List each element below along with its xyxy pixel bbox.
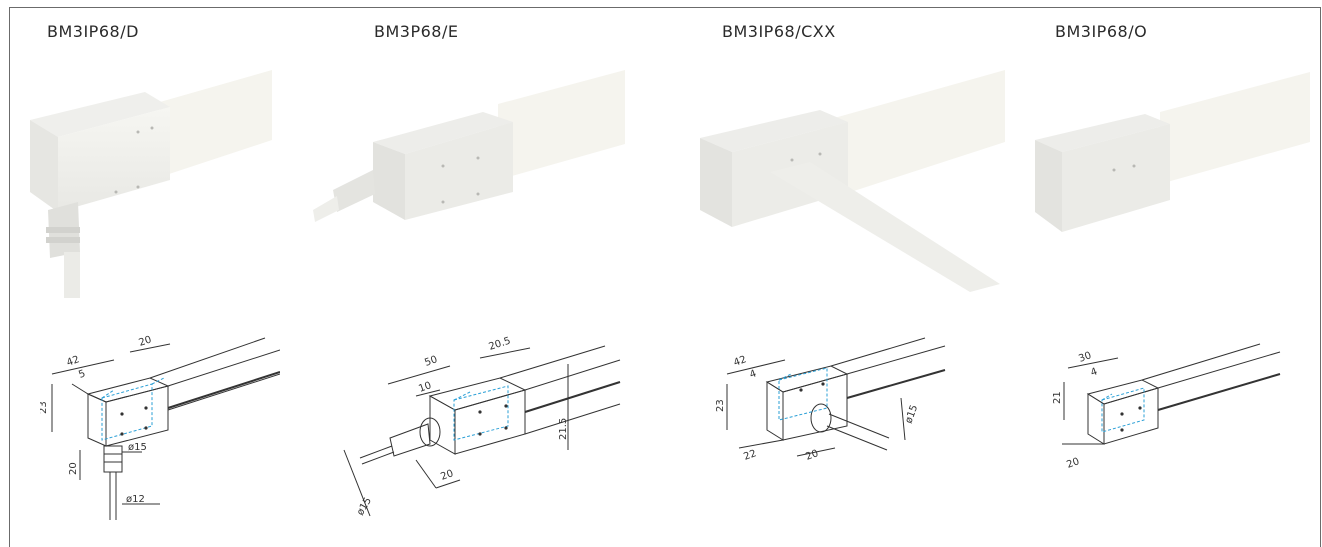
technical-drawing-o: 30 4 21 20 xyxy=(1052,343,1281,471)
dim-height: 21.5 xyxy=(558,418,569,440)
dim-cable-diameter: ø15 xyxy=(355,496,374,518)
dim-cable-length: 20 xyxy=(68,462,79,475)
dim-depth: 22 xyxy=(742,448,758,463)
technical-drawing-d: 42 20 5 23 ø15 20 ø12 xyxy=(40,334,280,520)
dim-cable-length: 20 xyxy=(439,468,455,483)
product-title-d: BM3IP68/D xyxy=(47,22,139,41)
dim-inner: 4 xyxy=(1089,366,1099,379)
dim-length: 42 xyxy=(65,354,81,369)
dim-length: 42 xyxy=(732,354,748,369)
dim-height: 23 xyxy=(40,401,49,414)
dim-cable-diameter: ø15 xyxy=(903,404,920,425)
product-photo-cxx xyxy=(700,70,1005,292)
dim-inner: 10 xyxy=(417,380,433,395)
product-title-cxx: BM3IP68/CXX xyxy=(722,22,836,41)
dim-cable-offset: 20 xyxy=(804,448,820,463)
dim-height: 21 xyxy=(1052,391,1063,404)
dim-length: 30 xyxy=(1077,350,1093,365)
dim-width: 20 xyxy=(138,334,154,348)
product-title-o: BM3IP68/O xyxy=(1055,22,1148,41)
dim-height: 23 xyxy=(715,399,726,412)
dim-width: 20.5 xyxy=(488,336,513,353)
product-photo-e xyxy=(313,70,625,222)
product-title-e: BM3P68/E xyxy=(374,22,459,41)
dim-cable-diameter-bottom: ø12 xyxy=(126,494,145,505)
dim-length: 50 xyxy=(423,354,439,369)
dim-depth: 20 xyxy=(1065,456,1081,471)
technical-drawing-e: 50 20.5 10 21.5 20 ø15 xyxy=(343,336,621,518)
product-photo-d xyxy=(30,70,272,298)
technical-drawing-cxx: 42 4 23 ø15 22 20 xyxy=(715,337,946,463)
dim-inner: 5 xyxy=(77,368,87,381)
dim-inner: 4 xyxy=(748,368,758,381)
product-photo-o xyxy=(1035,72,1310,232)
page-frame xyxy=(9,7,1321,547)
dim-cable-diameter-top: ø15 xyxy=(128,442,147,453)
